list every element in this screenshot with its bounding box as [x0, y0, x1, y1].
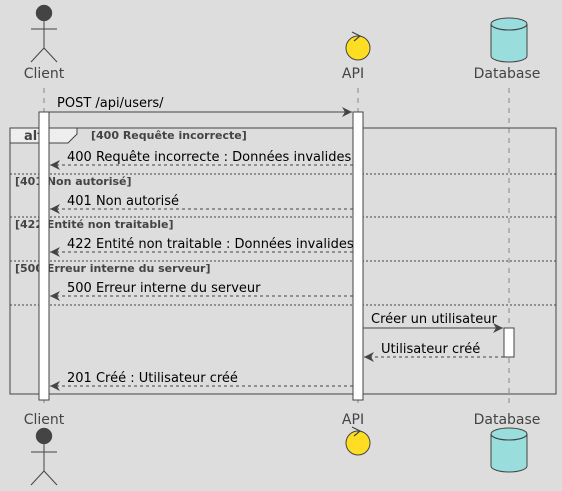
- participant-api-bottom: API: [342, 412, 371, 456]
- alt-guard-400: [400 Requête incorrecte]: [91, 129, 247, 142]
- alt-guard-401: [401 Non autorisé]: [15, 175, 132, 188]
- message-user-created-label: Utilisateur créé: [381, 342, 480, 357]
- api-activation: [352, 111, 364, 401]
- message-401-label: 401 Non autorisé: [67, 194, 179, 209]
- database-icon: [490, 17, 528, 63]
- message-422: 422 Entité non traitable : Données inval…: [50, 237, 354, 257]
- control-icon: [345, 31, 371, 61]
- participant-client-label-top: Client: [24, 66, 65, 82]
- client-activation: [38, 111, 50, 401]
- message-201-label: 201 Créé : Utilisateur créé: [67, 371, 238, 386]
- message-create-user: Créer un utilisateur: [363, 312, 503, 333]
- message-400: 400 Requête incorrecte : Données invalid…: [50, 150, 353, 170]
- participant-database-bottom: Database: [474, 412, 541, 473]
- message-user-created: Utilisateur créé: [364, 342, 504, 362]
- actor-icon: [30, 4, 58, 63]
- database-icon: [490, 427, 528, 473]
- message-500: 500 Erreur interne du serveur: [50, 281, 353, 301]
- alt-guard-422: [422 Entité non traitable]: [15, 218, 173, 231]
- message-201: 201 Créé : Utilisateur créé: [50, 371, 353, 391]
- participant-api-top: API: [342, 31, 371, 82]
- participant-database-label-bottom: Database: [474, 412, 541, 428]
- participant-client-top: Client: [24, 4, 65, 82]
- message-post-api-users: POST /api/users/: [49, 96, 352, 117]
- participant-api-label-bottom: API: [342, 412, 364, 428]
- message-422-label: 422 Entité non traitable : Données inval…: [67, 237, 354, 252]
- participant-client-label-bottom: Client: [24, 412, 65, 428]
- participant-api-label-top: API: [342, 66, 364, 82]
- message-400-label: 400 Requête incorrecte : Données invalid…: [67, 150, 351, 165]
- actor-icon: [30, 427, 58, 486]
- participant-client-bottom: Client: [24, 412, 65, 486]
- message-401: 401 Non autorisé: [50, 194, 353, 214]
- participant-database-label-top: Database: [474, 66, 541, 82]
- database-activation: [503, 327, 515, 358]
- alt-guard-500: [500 Erreur interne du serveur]: [15, 262, 210, 275]
- message-500-label: 500 Erreur interne du serveur: [67, 281, 261, 296]
- participant-database-top: Database: [474, 17, 541, 82]
- message-create-user-label: Créer un utilisateur: [371, 312, 497, 327]
- control-icon: [345, 426, 371, 456]
- message-post-label: POST /api/users/: [57, 96, 164, 111]
